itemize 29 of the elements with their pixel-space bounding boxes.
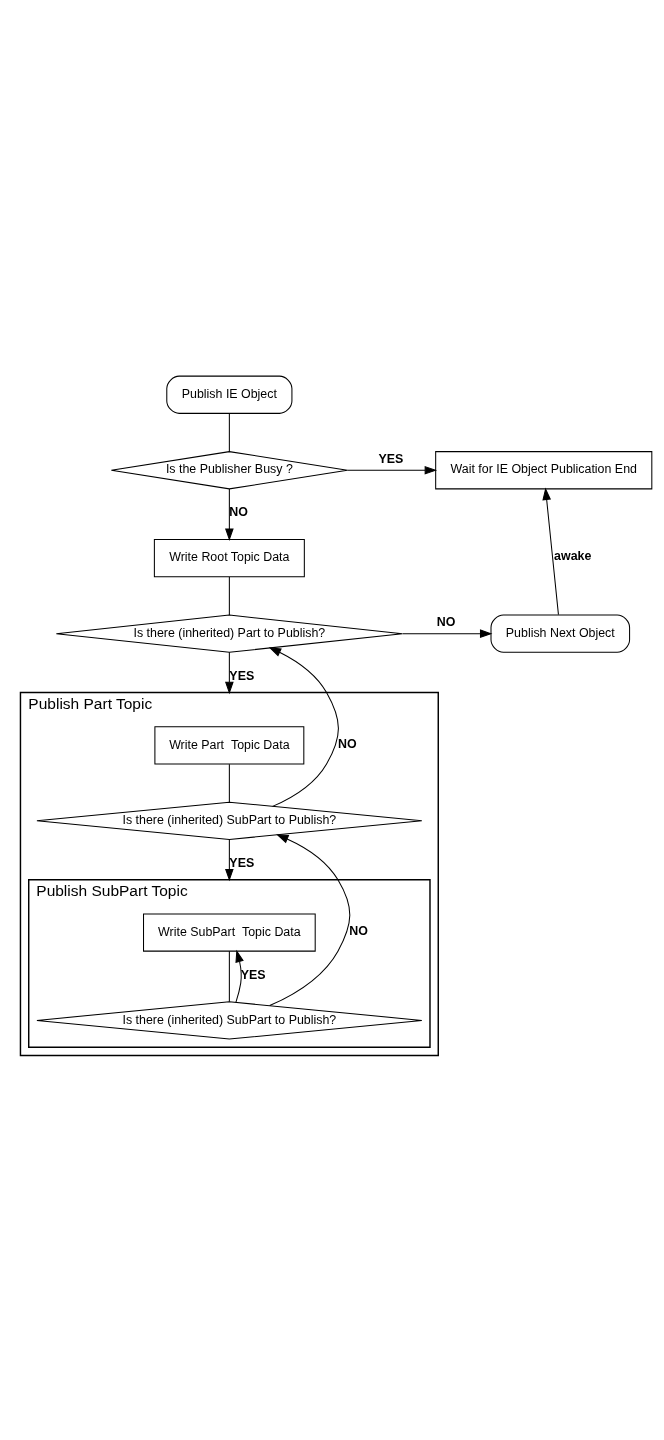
node-box: Write Root Topic Data — [153, 539, 305, 578]
connector — [228, 763, 230, 803]
connector — [228, 950, 230, 1003]
node-box: Wait for IE Object Publication End — [435, 451, 653, 490]
arrow — [402, 629, 493, 638]
arrow — [235, 949, 244, 1003]
arrow — [346, 465, 438, 475]
edge-label: NO — [337, 736, 357, 751]
node-diamond: Is there (inherited) SubPart to Publish? — [36, 801, 423, 840]
arrow — [225, 651, 234, 695]
arrow — [269, 834, 351, 1007]
node-box: Publish Next Object — [490, 614, 631, 653]
node-box: Write SubPart Topic Data — [143, 913, 316, 952]
arrow — [542, 487, 559, 616]
edge-label: NO — [436, 614, 456, 629]
node-diamond: Is the Publisher Busy ? — [110, 451, 348, 490]
edge-label: awake — [554, 549, 592, 564]
arrow — [225, 838, 234, 882]
node-box: Publish IE Object — [166, 375, 293, 414]
edge-label: YES — [378, 451, 404, 466]
node-box: Write Part Topic Data — [154, 726, 305, 765]
edge-label: NO — [349, 923, 368, 938]
connector — [228, 576, 230, 616]
node-diamond: Is there (inherited) Part to Publish? — [55, 614, 403, 653]
connector — [228, 413, 230, 453]
arrow — [225, 488, 234, 541]
node-diamond: Is there (inherited) SubPart to Publish? — [36, 1001, 423, 1040]
arrow — [268, 647, 339, 807]
edge-label: NO — [229, 505, 248, 520]
